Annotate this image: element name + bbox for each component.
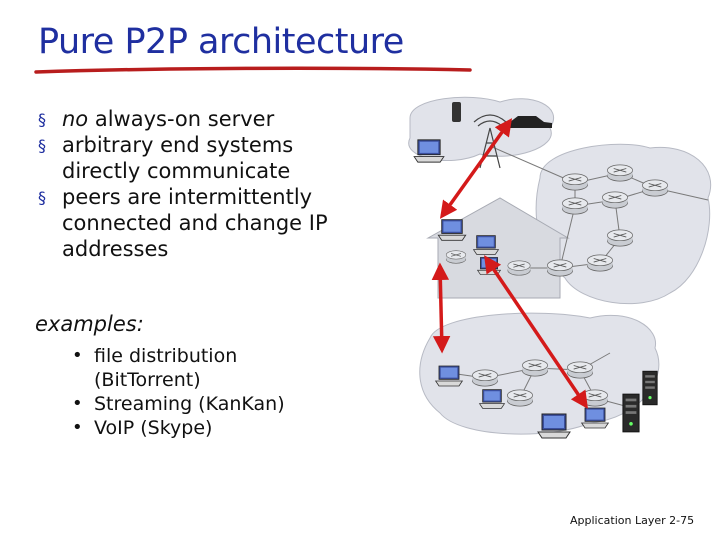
router-icon bbox=[566, 361, 594, 379]
phone-icon bbox=[452, 102, 461, 122]
laptop-icon bbox=[435, 365, 463, 387]
example-item: • file distribution (BitTorrent) bbox=[64, 344, 324, 392]
example-item: • VoIP (Skype) bbox=[64, 416, 324, 440]
bullet-emphasis: no bbox=[62, 107, 89, 131]
router-icon bbox=[641, 179, 669, 197]
p2p-arrow bbox=[484, 255, 588, 409]
example-text: Streaming (KanKan) bbox=[94, 393, 285, 415]
example-text: VoIP (Skype) bbox=[94, 417, 213, 439]
bullet-item: § arbitrary end systems directly communi… bbox=[34, 132, 364, 184]
laptop-icon bbox=[581, 407, 609, 429]
laptop-icon bbox=[437, 219, 467, 241]
p2p-network-diagram bbox=[408, 96, 712, 439]
router-icon bbox=[561, 173, 589, 191]
example-text: file distribution (BitTorrent) bbox=[94, 345, 238, 391]
router-icon bbox=[445, 250, 467, 264]
examples-list: • file distribution (BitTorrent) • Streami… bbox=[64, 344, 324, 440]
bullet-icon: § bbox=[38, 188, 46, 207]
bullet-item: § peers are intermittently connected and… bbox=[34, 184, 364, 262]
bullet-text: always-on server bbox=[88, 107, 275, 131]
slide-footer: Application Layer 2-75 bbox=[570, 514, 695, 527]
bullet-text: arbitrary end systems directly communica… bbox=[62, 133, 294, 183]
bullet-list: § no always-on server § arbitrary end sy… bbox=[34, 106, 364, 262]
router-icon bbox=[561, 197, 589, 215]
router-icon bbox=[606, 164, 634, 182]
router-icon bbox=[546, 259, 574, 277]
router-icon bbox=[471, 369, 499, 387]
router-icon bbox=[521, 359, 549, 377]
router-icon bbox=[586, 254, 614, 272]
router-icon bbox=[507, 260, 531, 276]
p2p-arrow bbox=[431, 262, 451, 354]
bullet-dot-icon: • bbox=[72, 345, 83, 366]
laptop-icon bbox=[479, 389, 505, 409]
laptop-icon bbox=[473, 235, 499, 255]
slide-title: Pure P2P architecture bbox=[38, 22, 404, 62]
router-icon bbox=[606, 229, 634, 247]
router-icon bbox=[601, 191, 629, 209]
example-item: • Streaming (KanKan) bbox=[64, 392, 324, 416]
bullet-dot-icon: • bbox=[72, 393, 83, 414]
bullet-icon: § bbox=[38, 110, 46, 129]
server-icon bbox=[622, 393, 640, 433]
p2p-arrow bbox=[439, 118, 513, 219]
bullet-icon: § bbox=[38, 136, 46, 155]
bullet-text: peers are intermittently connected and c… bbox=[62, 185, 328, 261]
bullet-dot-icon: • bbox=[72, 417, 83, 438]
bullet-item: § no always-on server bbox=[34, 106, 364, 132]
title-underline bbox=[34, 66, 472, 74]
examples-label: examples: bbox=[35, 312, 144, 336]
laptop-icon bbox=[413, 139, 445, 163]
laptop-icon bbox=[537, 413, 571, 439]
server-icon bbox=[642, 370, 658, 406]
car-icon bbox=[508, 116, 552, 128]
router-icon bbox=[506, 389, 534, 407]
